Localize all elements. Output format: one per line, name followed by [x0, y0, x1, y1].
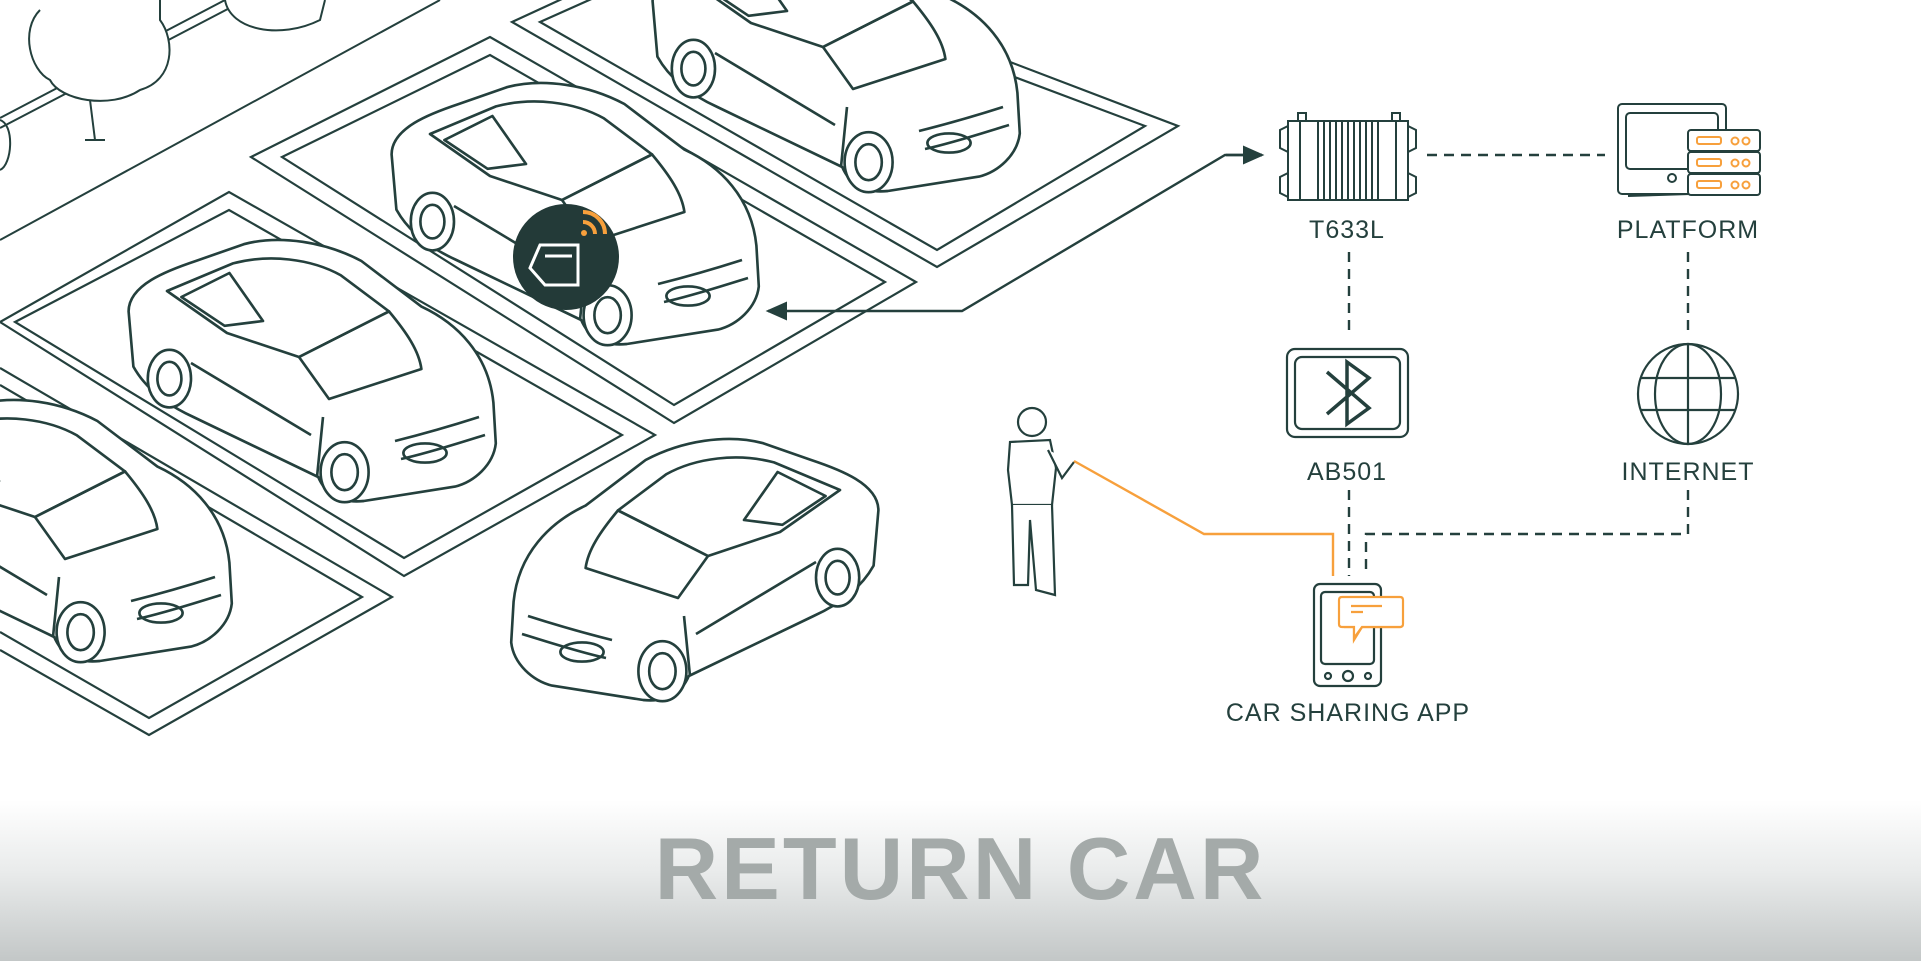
parking-lots [0, 0, 1181, 737]
car [127, 238, 498, 504]
title-banner [0, 800, 1921, 961]
parked-cars [0, 0, 1022, 703]
tracker-to-car-link [765, 153, 1262, 321]
tracker-device-icon [1279, 112, 1417, 201]
globe-icon [1636, 342, 1740, 446]
platform-server-icon [1617, 103, 1761, 197]
connections [765, 145, 1690, 576]
app-label: CAR SHARING APP [1225, 699, 1471, 727]
car [0, 398, 234, 664]
page-title: RETURN CAR [654, 819, 1267, 918]
person-app-link [1073, 459, 1335, 576]
internet-label: INTERNET [1621, 458, 1755, 486]
road-and-trees [0, 0, 441, 241]
car [509, 437, 880, 703]
person-icon [1006, 406, 1075, 597]
door-lock-badge-icon [513, 204, 619, 310]
smartphone-app-icon [1312, 582, 1405, 688]
tracker-label: T633L [1309, 216, 1385, 244]
bluetooth-module-icon [1285, 347, 1410, 439]
platform-label: PLATFORM [1616, 216, 1760, 244]
bluetooth-label: AB501 [1306, 458, 1388, 486]
internet-app-link [1364, 490, 1690, 576]
